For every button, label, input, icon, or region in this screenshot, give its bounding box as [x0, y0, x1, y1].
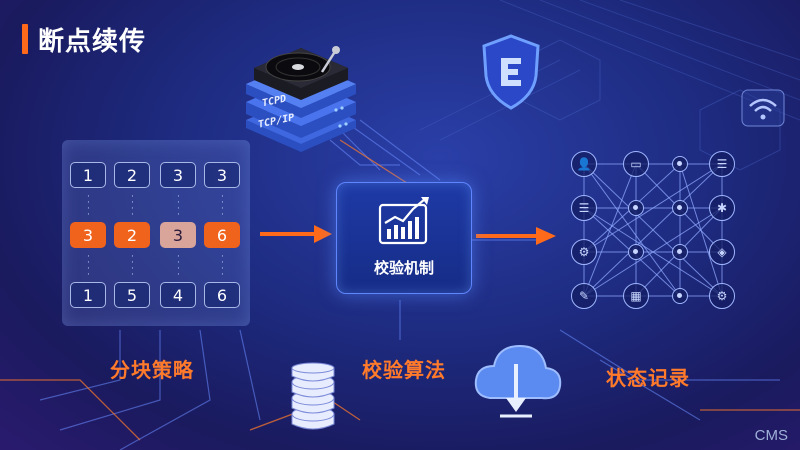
- row-separator-dots: ····: [131, 192, 134, 220]
- grid-cell: 1: [70, 162, 106, 188]
- grid-cell: 3: [70, 222, 106, 248]
- title-text: 断点续传: [38, 26, 147, 57]
- label-chunk-strategy: 分块策略: [110, 358, 194, 382]
- network-node-dot: [672, 288, 688, 304]
- settings-icon: ⚙: [571, 239, 597, 265]
- record-player-icon: [254, 46, 348, 100]
- user-icon: 👤: [571, 151, 597, 177]
- grid-cell: 6: [204, 222, 240, 248]
- page-title: 断点续传: [22, 22, 147, 57]
- grid-cell: 3: [204, 162, 240, 188]
- row-separator-dots: ····: [221, 192, 224, 220]
- bar-chart-trend-icon: [378, 197, 429, 245]
- arrow-right-icon: [476, 227, 556, 245]
- grid-cell: 2: [114, 162, 150, 188]
- grid-cell: 4: [160, 282, 196, 308]
- state-network-diagram: [583, 163, 723, 297]
- cog-icon: ⚙: [709, 283, 735, 309]
- server-stack-icon: [246, 46, 356, 152]
- list-icon: ☰: [709, 151, 735, 177]
- network-node-dot: [628, 200, 644, 216]
- database-icon: [291, 362, 335, 430]
- network-node-dot: [628, 244, 644, 260]
- verify-mechanism-box: 校验机制: [336, 182, 472, 294]
- row-separator-dots: ····: [87, 192, 90, 220]
- gear-icon: ✱: [709, 195, 735, 221]
- verify-box-label: 校验机制: [373, 259, 434, 277]
- list-icon: ☰: [571, 195, 597, 221]
- label-verify-algorithm: 校验算法: [362, 358, 446, 382]
- cloud-download-icon: [474, 344, 562, 418]
- box-icon: ◈: [709, 239, 735, 265]
- watermark: CMS: [754, 427, 788, 444]
- row-separator-dots: ····: [177, 252, 180, 280]
- wifi-icon: [741, 89, 785, 127]
- shield-logo-icon: [482, 34, 540, 110]
- row-separator-dots: ····: [177, 192, 180, 220]
- network-node-dot: [672, 244, 688, 260]
- network-node-dot: [672, 200, 688, 216]
- grid-cell: 2: [114, 222, 150, 248]
- folder-icon: ▭: [623, 151, 649, 177]
- grid-cell: 3: [160, 222, 196, 248]
- grid-cell: 6: [204, 282, 240, 308]
- label-state-record: 状态记录: [606, 366, 690, 390]
- row-separator-dots: ····: [131, 252, 134, 280]
- title-accent-bar: [22, 24, 28, 54]
- row-separator-dots: ····: [221, 252, 224, 280]
- network-node-dot: [672, 156, 688, 172]
- calendar-icon: ▦: [623, 283, 649, 309]
- grid-cell: 1: [70, 282, 106, 308]
- user-edit-icon: ✎: [571, 283, 597, 309]
- grid-cell: 5: [114, 282, 150, 308]
- arrow-right-icon: [260, 225, 332, 243]
- grid-cell: 3: [160, 162, 196, 188]
- row-separator-dots: ····: [87, 252, 90, 280]
